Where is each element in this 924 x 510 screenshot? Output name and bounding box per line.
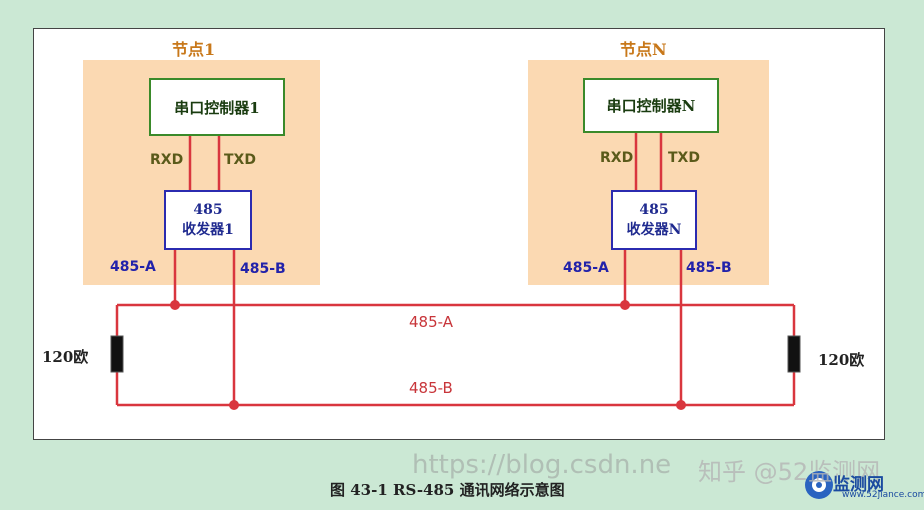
bus-b-label: 485-B [409, 379, 453, 397]
node-n-txd-label: TXD [668, 150, 700, 166]
node-1-rxd-label: RXD [150, 152, 184, 168]
node-1-serial-controller: 串口控制器1 [149, 78, 285, 136]
node-n-rxd-label: RXD [600, 150, 634, 166]
resistor-right-label: 120欧 [818, 351, 865, 369]
junction-node-1-a [170, 300, 180, 310]
node-n-transceiver-model: 485 [639, 202, 669, 218]
junction-node-n-a [620, 300, 630, 310]
figure-caption: 图 43-1 RS-485 通讯网络示意图 [330, 481, 565, 499]
junction-node-1-b [229, 400, 239, 410]
watermark-zhihu: 知乎 @52监测网 [698, 458, 881, 486]
node-1-pin-a-label: 485-A [110, 259, 156, 275]
watermark-site-url: www.52jiance.com [842, 490, 924, 500]
node-1-txd-label: TXD [224, 152, 256, 168]
node-n-transceiver: 485 收发器N [611, 190, 697, 250]
termination-resistor-left [110, 335, 124, 373]
site-logo-icon [805, 471, 833, 499]
node-1-transceiver: 485 收发器1 [164, 190, 252, 250]
watermark-site-name: 监测网 [833, 475, 884, 495]
node-1-pin-b-label: 485-B [240, 261, 286, 277]
node-n-pin-b-label: 485-B [686, 260, 732, 276]
node-n-serial-controller: 串口控制器N [583, 78, 719, 133]
watermark-blog: https://blog.csdn.ne [412, 450, 672, 480]
node-n-title: 节点N [620, 40, 667, 59]
bus-a-label: 485-A [409, 313, 453, 331]
node-n-transceiver-label: 收发器N [626, 222, 682, 238]
resistor-left-label: 120欧 [42, 348, 89, 366]
junction-node-n-b [676, 400, 686, 410]
node-1-transceiver-label: 收发器1 [182, 222, 234, 238]
node-n-pin-a-label: 485-A [563, 260, 609, 276]
termination-resistor-right [787, 335, 801, 373]
node-1-title: 节点1 [172, 40, 216, 59]
node-1-transceiver-model: 485 [193, 202, 223, 218]
